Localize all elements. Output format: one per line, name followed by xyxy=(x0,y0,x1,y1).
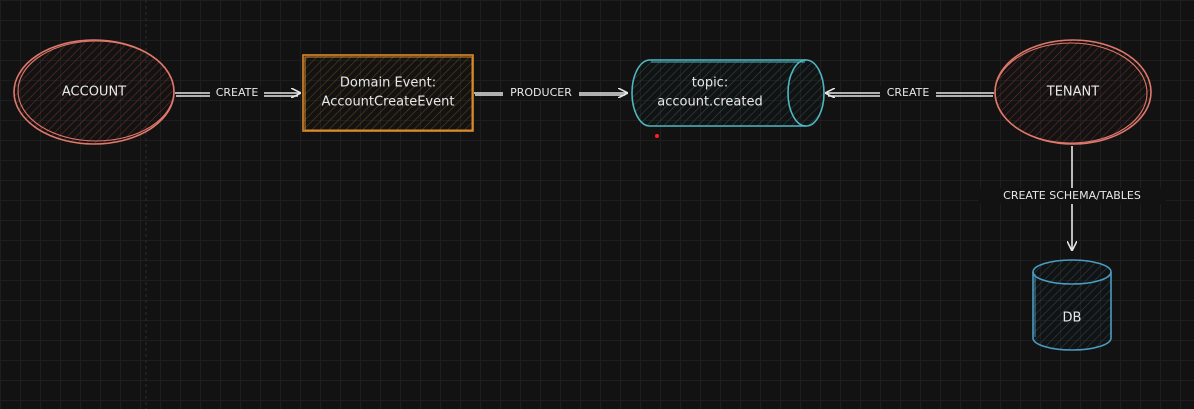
domain-event-name: AccountCreateEvent xyxy=(322,95,455,110)
domain-event-node[interactable]: Domain Event: AccountCreateEvent xyxy=(302,54,474,132)
db-label: DB xyxy=(1063,311,1082,326)
edge-label-producer: PRODUCER xyxy=(510,86,572,99)
topic-title: topic: xyxy=(692,76,728,91)
db-node[interactable]: DB xyxy=(1032,259,1112,351)
tenant-label: TENANT xyxy=(1046,85,1099,100)
topic-name: account.created xyxy=(657,95,762,110)
edge-account-to-event[interactable]: CREATE xyxy=(175,86,300,100)
topic-node[interactable]: topic: account.created xyxy=(631,59,825,127)
marker-dot xyxy=(655,134,659,138)
domain-event-title: Domain Event: xyxy=(340,76,436,91)
edge-label-create-schema: CREATE SCHEMA/TABLES xyxy=(1003,189,1141,202)
edge-tenant-to-topic[interactable]: CREATE xyxy=(826,86,994,100)
edge-tenant-to-db[interactable]: CREATE SCHEMA/TABLES xyxy=(978,146,1166,250)
edge-label-create-1: CREATE xyxy=(216,86,259,99)
account-label: ACCOUNT xyxy=(62,85,126,100)
tenant-node[interactable]: TENANT xyxy=(994,39,1152,145)
edge-event-to-topic[interactable]: PRODUCER xyxy=(474,86,627,100)
edge-label-create-2: CREATE xyxy=(887,86,930,99)
account-node[interactable]: ACCOUNT xyxy=(13,39,175,145)
